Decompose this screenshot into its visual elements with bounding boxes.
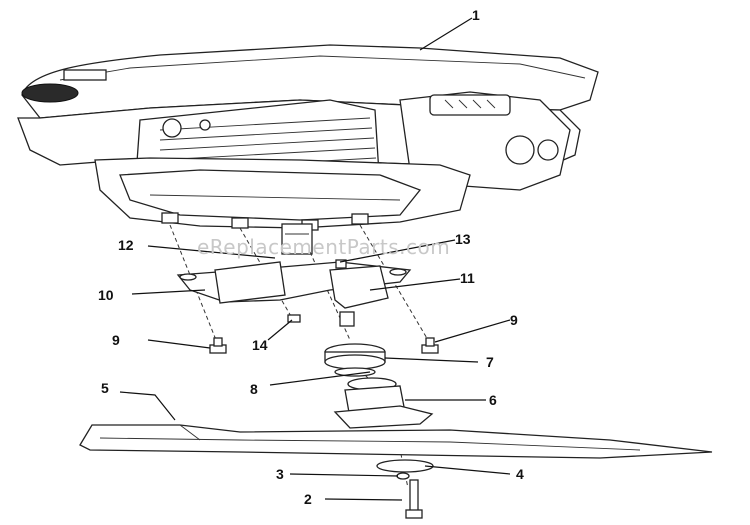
callout-13: 13 — [455, 231, 471, 247]
callout-7: 7 — [486, 354, 494, 370]
blade-bolt-assembly[interactable] — [376, 459, 434, 519]
callout-4: 4 — [516, 466, 524, 482]
callout-6: 6 — [489, 392, 497, 408]
watermark-text: eReplacementParts.com — [197, 235, 450, 259]
callout-9-right: 9 — [510, 312, 518, 328]
engine-assembly[interactable] — [17, 44, 599, 255]
callout-10: 10 — [98, 287, 114, 303]
callout-3: 3 — [276, 466, 284, 482]
blade-adapter-stack[interactable] — [324, 343, 434, 429]
callout-5: 5 — [101, 380, 109, 396]
callout-labels: 1 2 3 4 5 6 7 8 9 9 10 11 12 13 14 — [98, 7, 524, 507]
callout-9-left: 9 — [112, 332, 120, 348]
mower-blade[interactable] — [79, 424, 713, 459]
deflector-bracket[interactable] — [176, 259, 412, 327]
callout-2: 2 — [304, 491, 312, 507]
callout-14: 14 — [252, 337, 268, 353]
leader-lines — [119, 17, 511, 501]
callout-11: 11 — [460, 270, 475, 286]
callout-1: 1 — [472, 7, 480, 23]
callout-12: 12 — [118, 237, 134, 253]
callout-8: 8 — [250, 381, 258, 397]
mounting-bolts[interactable] — [209, 337, 439, 354]
